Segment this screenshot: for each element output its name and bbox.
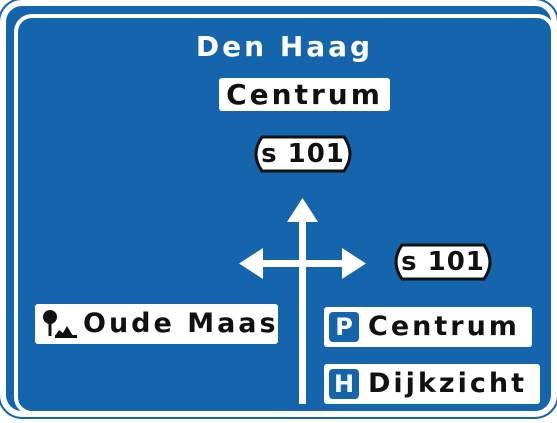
route-shield-top: s 101 xyxy=(248,134,358,174)
destination-den-haag: Den Haag xyxy=(195,30,374,63)
arrow-left-icon xyxy=(239,248,263,279)
arrow-up-icon xyxy=(287,198,318,222)
panel-hospital-dijkzicht-label: Dijkzicht xyxy=(368,368,527,399)
route-shield-top-shape xyxy=(254,135,352,173)
arrow-right-icon xyxy=(342,248,366,279)
route-shield-right-shape xyxy=(394,243,492,281)
panel-parking-centrum: P Centrum xyxy=(324,307,532,347)
parking-icon: P xyxy=(329,312,359,342)
route-label-right: s 101 xyxy=(401,247,485,277)
panel-oude-maas: Oude Maas xyxy=(35,304,278,344)
nature-area-icon xyxy=(43,310,77,338)
hospital-icon: H xyxy=(329,369,359,399)
arrow-crossbar xyxy=(254,260,350,267)
panel-hospital-dijkzicht: H Dijkzicht xyxy=(324,364,540,404)
panel-oude-maas-label: Oude Maas xyxy=(83,308,279,339)
route-label-top: s 101 xyxy=(261,139,345,169)
panel-centrum-top: Centrum xyxy=(219,78,390,111)
direction-arrows xyxy=(239,198,366,404)
arrow-stem xyxy=(299,214,306,404)
panel-parking-centrum-label: Centrum xyxy=(368,311,520,342)
sign-border xyxy=(14,14,555,415)
route-shield-right: s 101 xyxy=(388,242,498,282)
